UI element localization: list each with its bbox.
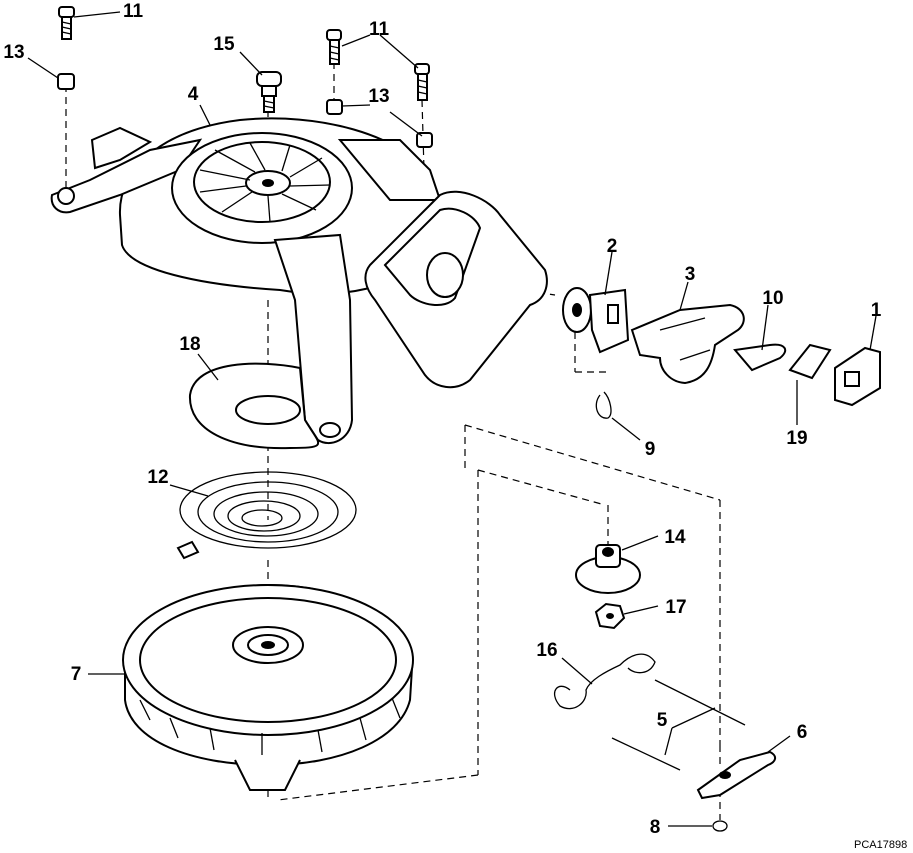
housing-4	[50, 117, 548, 445]
callout-17: 17	[665, 597, 686, 618]
callout-10: 10	[762, 288, 783, 309]
callout-labels: 1 2 3 4 5 6 7 8 9 10 11 11 12 13 13 14 1…	[3, 1, 881, 838]
callout-15: 15	[213, 34, 235, 55]
bolt-15	[256, 71, 282, 113]
callout-7: 7	[71, 664, 82, 685]
callout-6: 6	[797, 722, 808, 743]
callout-3: 3	[685, 264, 696, 285]
screw-11-middle	[326, 29, 342, 65]
link-5-lower	[611, 737, 681, 771]
cam-14	[575, 544, 641, 594]
clip-8	[712, 820, 728, 832]
callout-16: 16	[536, 640, 557, 661]
retainer-1	[834, 346, 881, 407]
spacer-13-right	[416, 132, 433, 148]
link-5-upper	[654, 679, 746, 726]
callout-13-left: 13	[3, 42, 24, 63]
callout-12: 12	[147, 467, 168, 488]
figure-id: PCA17898	[854, 839, 907, 851]
callout-11-left: 11	[123, 1, 144, 22]
insert-10	[733, 343, 787, 372]
callout-1: 1	[871, 300, 882, 321]
callout-9: 9	[645, 439, 656, 460]
pulley-7	[122, 583, 414, 791]
spring-16	[554, 653, 656, 710]
bracket-19	[788, 343, 832, 380]
callout-11-right: 11	[369, 19, 390, 40]
screw-11-left	[58, 6, 75, 40]
callout-14: 14	[664, 527, 686, 548]
callout-19: 19	[786, 428, 807, 449]
callout-8: 8	[650, 817, 661, 838]
spacer-13-left	[57, 73, 75, 90]
screw-11-right	[414, 63, 430, 101]
leader-lines	[27, 11, 877, 827]
nut-17	[594, 602, 626, 630]
callout-4: 4	[188, 84, 199, 105]
rope-guide-2	[562, 287, 630, 354]
callout-2: 2	[607, 236, 618, 257]
callout-5: 5	[657, 710, 668, 731]
plate-18	[188, 362, 320, 450]
callout-13-right: 13	[368, 86, 389, 107]
spring-12	[176, 471, 357, 560]
lever-6	[696, 750, 776, 800]
spacer-13-middle	[326, 99, 343, 115]
clip-9	[595, 391, 612, 419]
callout-18: 18	[179, 334, 200, 355]
handle-3	[630, 303, 745, 385]
